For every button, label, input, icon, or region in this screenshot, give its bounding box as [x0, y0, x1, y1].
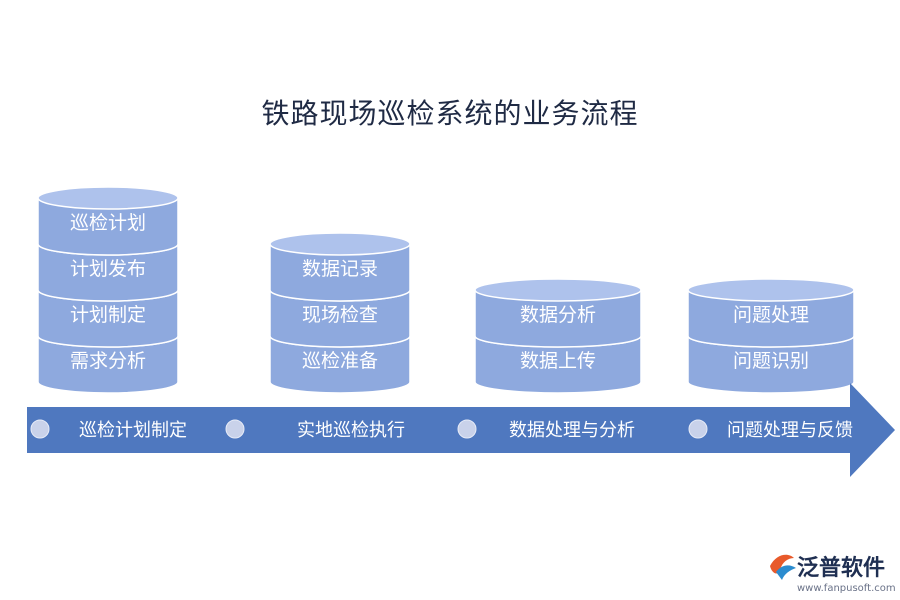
- fanpu-logo-icon: [770, 554, 796, 580]
- brand-url: www.fanpusoft.com: [797, 583, 896, 594]
- stage-dot: [457, 419, 477, 439]
- stage-dot: [30, 419, 50, 439]
- cylinder-stack-1: 需求分析 计划制定 计划发布 巡检计划: [37, 186, 179, 394]
- stage-dot: [688, 419, 708, 439]
- disk-label: 数据记录: [302, 258, 378, 280]
- disk-side: [37, 197, 179, 256]
- cylinder-disk: 数据分析: [474, 278, 642, 348]
- stage-label: 巡检计划制定: [79, 420, 187, 441]
- cylinder-stack-2: 巡检准备 现场检查 数据记录: [269, 232, 411, 394]
- stage-dot: [225, 419, 245, 439]
- disk-label: 巡检计划: [70, 212, 146, 234]
- disk-label: 问题处理: [733, 304, 809, 326]
- cylinder-disk: 数据记录: [269, 232, 411, 302]
- stage-label: 实地巡检执行: [297, 420, 405, 441]
- disk-label: 需求分析: [70, 350, 146, 372]
- disk-side: [37, 335, 179, 394]
- disk-label: 计划制定: [70, 304, 146, 326]
- disk-top: [269, 232, 411, 256]
- stage-label: 问题处理与反馈: [727, 420, 853, 441]
- disk-label: 现场检查: [302, 304, 378, 326]
- timeline-arrow: 巡检计划制定 实地巡检执行 数据处理与分析 问题处理与反馈: [27, 383, 895, 477]
- cylinder-disk: 问题处理: [687, 278, 855, 348]
- stage-labels: 巡检计划制定 实地巡检执行 数据处理与分析 问题处理与反馈: [30, 419, 853, 441]
- disk-side: [37, 243, 179, 302]
- disk-label: 巡检准备: [302, 350, 378, 372]
- disk-side: [687, 289, 855, 348]
- disk-label: 数据分析: [520, 304, 596, 326]
- disk-side: [37, 289, 179, 348]
- disk-side: [474, 289, 642, 348]
- disk-label: 数据上传: [520, 350, 596, 372]
- brand-watermark: 泛普软件 www.fanpusoft.com: [770, 554, 896, 594]
- disk-top: [37, 186, 179, 210]
- disk-top: [474, 278, 642, 302]
- disk-side: [269, 289, 411, 348]
- brand-name: 泛普软件: [797, 555, 885, 581]
- disk-label: 问题识别: [733, 350, 809, 372]
- cylinder-disk: 巡检计划: [37, 186, 179, 256]
- stage-label: 数据处理与分析: [509, 420, 635, 441]
- disk-side: [269, 243, 411, 302]
- disk-side: [687, 335, 855, 394]
- disk-top: [687, 278, 855, 302]
- disk-side: [474, 335, 642, 394]
- diagram-title: 铁路现场巡检系统的业务流程: [261, 97, 639, 130]
- disk-side: [269, 335, 411, 394]
- disk-label: 计划发布: [70, 258, 146, 280]
